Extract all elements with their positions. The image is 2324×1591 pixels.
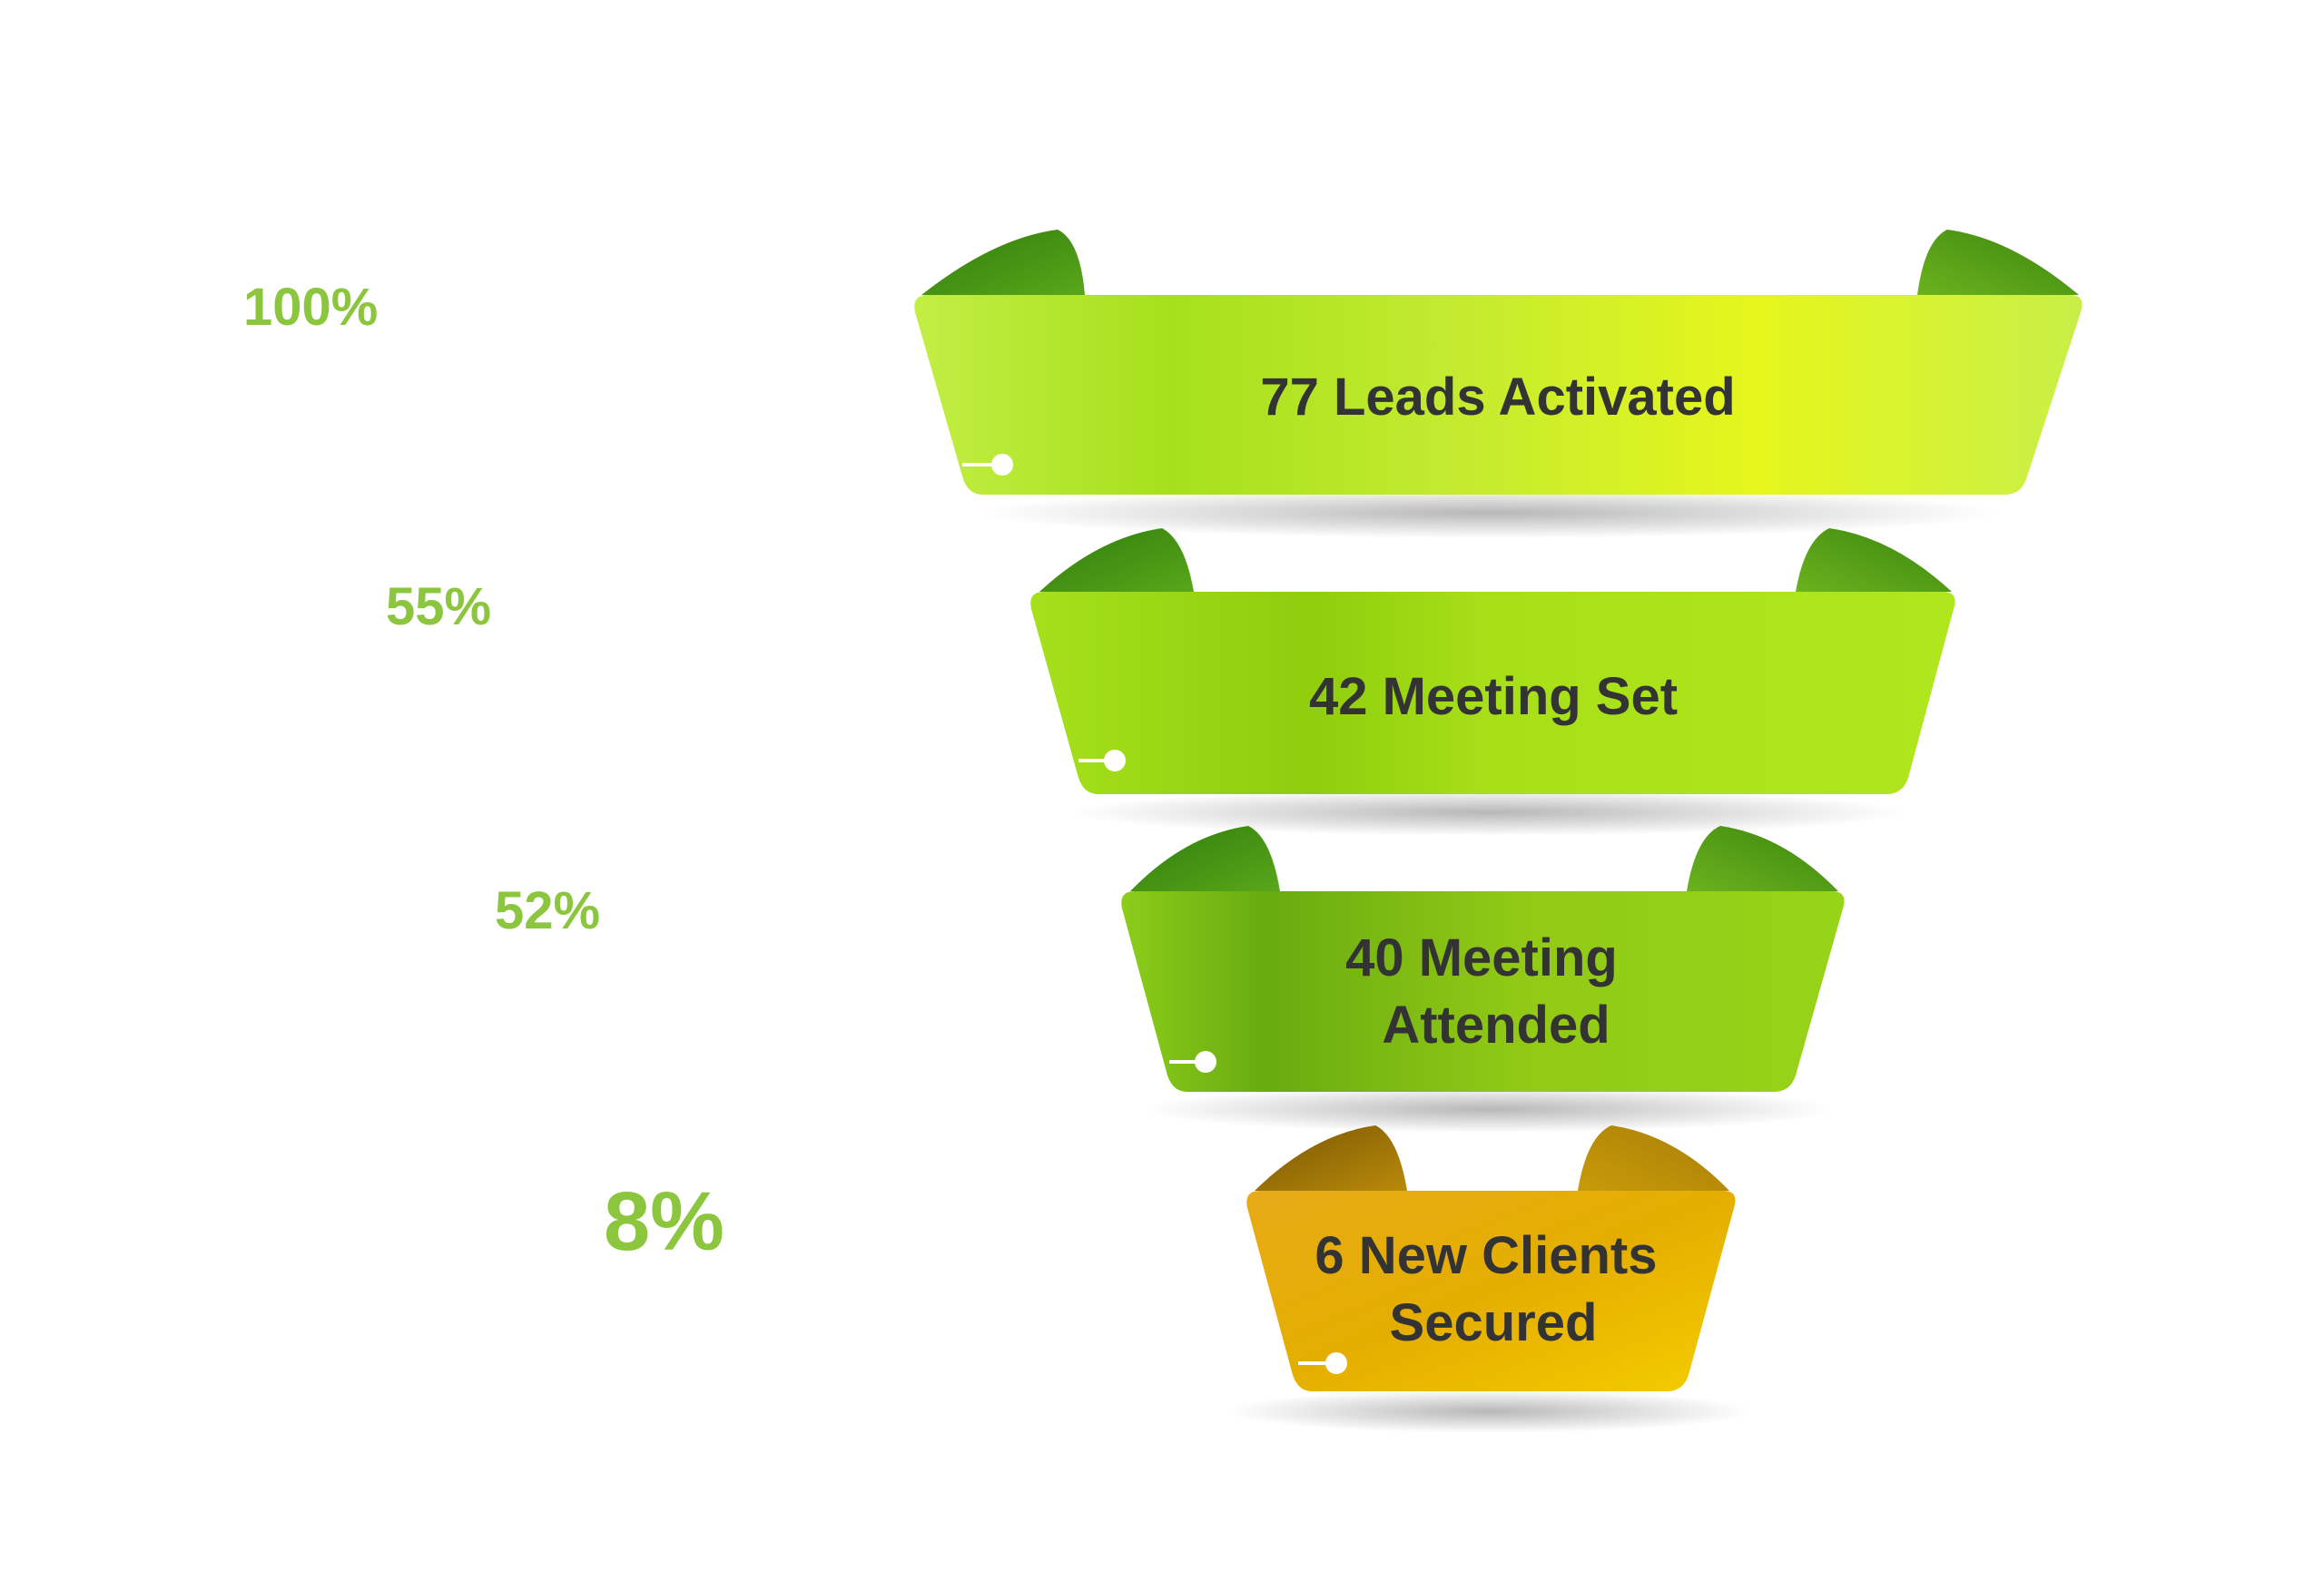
stage-label-line: 77 Leads Activated [1260, 368, 1735, 427]
percent-label-meeting-set: 55% [386, 577, 492, 636]
stage-label-meeting-set: 42 Meeting Set [1309, 667, 1678, 726]
stage-label-new-clients: 6 New Clients Secured [1315, 1226, 1671, 1352]
stage-shadow [1071, 789, 1906, 836]
connector-dot [1325, 1352, 1347, 1374]
left-flap [1255, 1125, 1407, 1191]
percent-label-leads: 100% [243, 278, 379, 337]
stage-band [1030, 592, 1955, 794]
stage-label-meeting-attended: 40 Meeting Attended [1345, 928, 1632, 1055]
funnel-stage-meeting-set: 42 Meeting Set [1030, 528, 1955, 836]
connector-dot [1104, 750, 1126, 771]
stage-label-line: 42 Meeting Set [1309, 667, 1678, 726]
stage-shadow [1144, 1085, 1834, 1133]
stage-label-line: Secured [1390, 1293, 1598, 1352]
connector-dot [1195, 1051, 1216, 1073]
stage-band [1121, 891, 1845, 1092]
funnel-stage-leads: 77 Leads Activated [914, 230, 2083, 538]
right-flap [1917, 230, 2079, 295]
left-flap [1130, 826, 1280, 891]
right-flap [1687, 826, 1838, 891]
left-flap [1039, 528, 1194, 592]
stage-label-leads: 77 Leads Activated [1260, 368, 1735, 427]
percent-label-new-clients: 8% [604, 1175, 724, 1268]
stage-label-line: Attended [1382, 996, 1610, 1055]
funnel-stage-new-clients: 6 New Clients Secured [1226, 1125, 1752, 1433]
connector-dot [991, 454, 1013, 476]
stage-band [914, 295, 2083, 495]
left-flap [921, 230, 1085, 295]
stage-shadow [1226, 1390, 1752, 1433]
right-flap [1578, 1125, 1729, 1191]
right-flap [1796, 528, 1952, 592]
funnel-stage-meeting-attended: 40 Meeting Attended [1121, 826, 1845, 1133]
percent-label-meeting-attended: 52% [495, 881, 601, 940]
stage-label-line: 6 New Clients [1315, 1226, 1657, 1285]
stage-label-line: 40 Meeting [1345, 928, 1618, 987]
stage-shadow [980, 487, 1997, 538]
stage-band [1246, 1191, 1736, 1391]
